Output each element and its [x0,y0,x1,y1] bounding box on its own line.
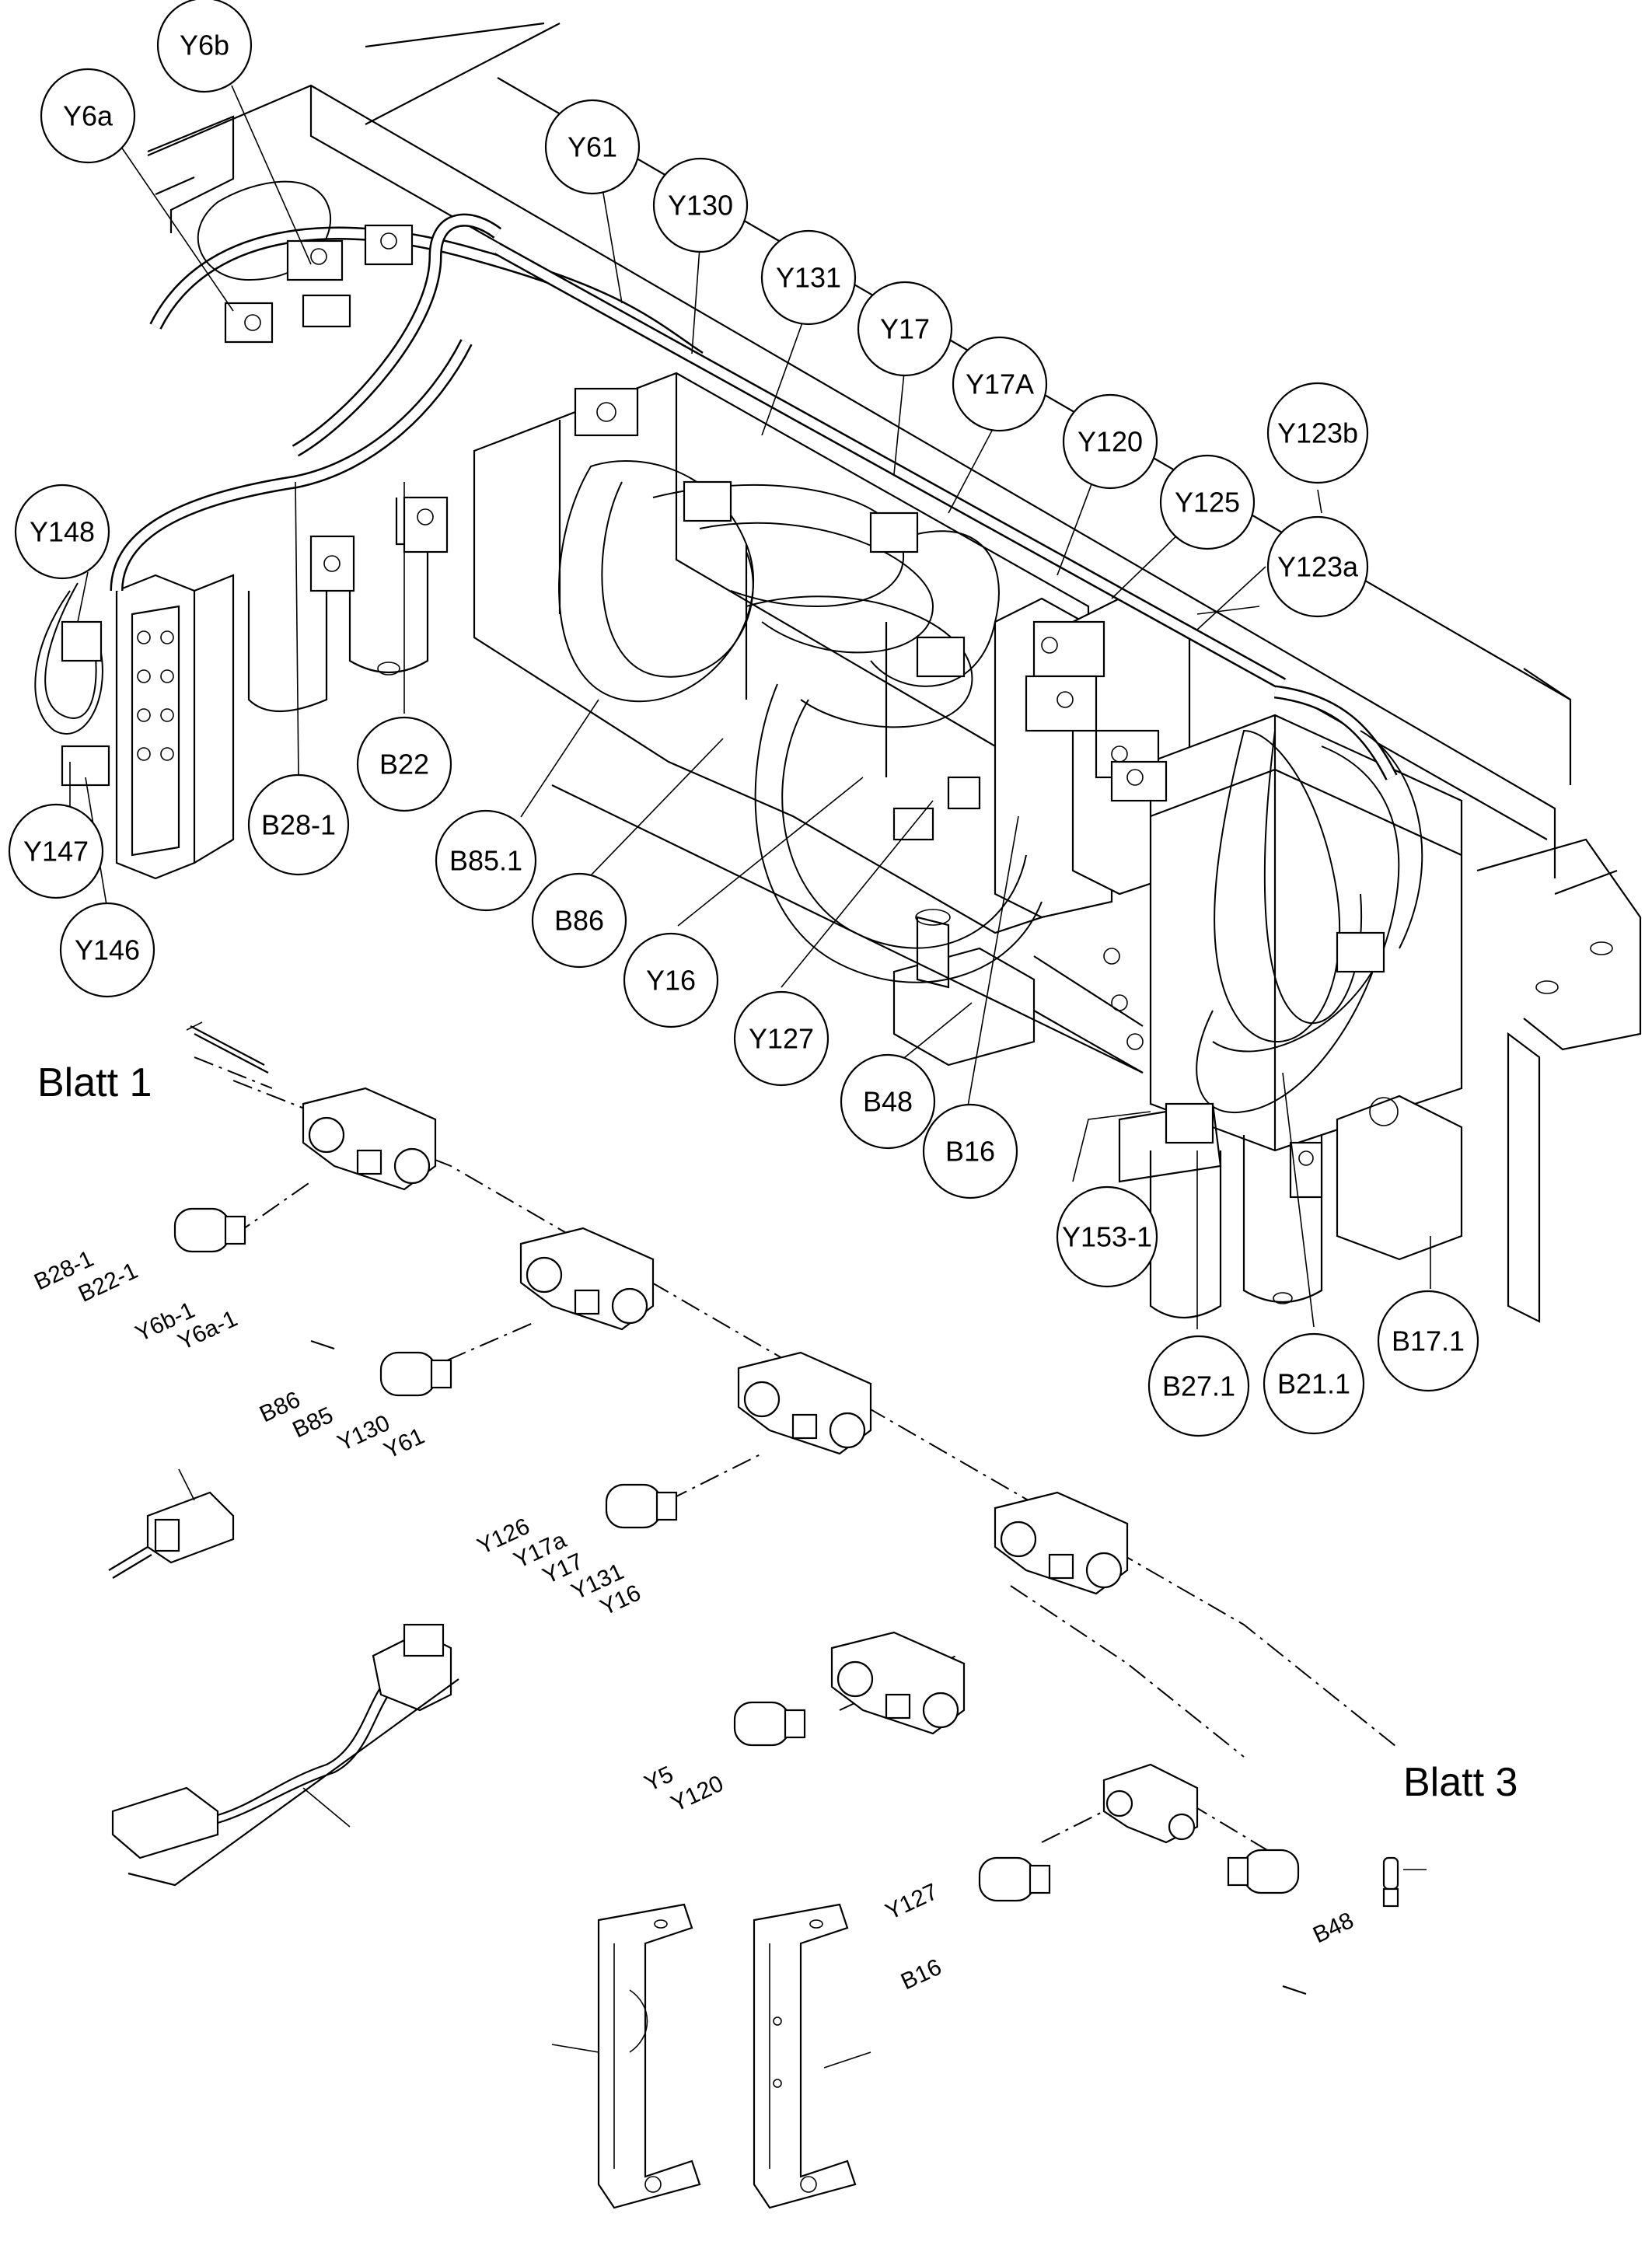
part-label: B48 [1309,1908,1357,1948]
callout-y61[interactable]: Y61 [544,99,641,195]
callout-label: B22 [379,749,429,780]
callout-label: Y120 [1077,426,1143,458]
callout-y127[interactable]: Y127 [733,990,829,1087]
part-label: B16 [897,1954,945,1995]
callout-label: Y17A [966,368,1034,400]
callout-circle [40,68,136,164]
callout-label: Y123a [1277,551,1359,583]
callout-y130[interactable]: Y130 [652,157,749,253]
callout-b16[interactable]: B16 [922,1103,1018,1199]
callout-circle [857,281,953,377]
callout-label: Y123b [1277,417,1358,449]
callout-y17a[interactable]: Y17A [952,336,1048,432]
callout-circle [1266,382,1369,484]
callout-y131[interactable]: Y131 [760,229,857,326]
callout-label: Y125 [1175,487,1240,518]
callout-circle [1266,515,1369,618]
callout-label: B86 [554,905,604,937]
valve-components [61,224,1385,1144]
callout-b21-1[interactable]: B21.1 [1263,1332,1365,1435]
callout-circle [435,809,537,912]
callout-label: Y61 [568,131,617,163]
part-label-group-4: Y5 Y120 [641,1761,728,1817]
callout-label: Y147 [23,836,89,868]
callout-circle [623,932,719,1028]
callout-label: Y131 [776,262,841,294]
callout-label: B16 [945,1136,995,1168]
callout-b48[interactable]: B48 [840,1053,936,1150]
callout-y146[interactable]: Y146 [59,902,155,998]
part-label-group-6: B48 [1309,1908,1357,1948]
callout-y6a[interactable]: Y6a [40,68,136,164]
callout-label: Y127 [749,1023,814,1055]
callout-label: Y146 [75,934,140,966]
callout-circle [59,902,155,998]
callout-circle [1062,393,1158,490]
callout-label: Y148 [30,516,95,548]
callout-circle [1056,1185,1158,1288]
leader-lines [69,85,1431,1329]
callout-circle [1377,1290,1479,1392]
part-label: Y127 [882,1879,941,1926]
callout-y17[interactable]: Y17 [857,281,953,377]
callout-y123b[interactable]: Y123b [1266,382,1369,484]
callout-circle [1159,454,1256,550]
callout-circle [652,157,749,253]
sheet-ref-3[interactable]: Blatt 3 [1403,1760,1518,1805]
connector-cables [108,1468,459,1887]
callout-label: B28-1 [261,809,336,841]
callout-b28-1[interactable]: B28-1 [247,773,350,876]
callout-circle [1147,1335,1250,1437]
callout-circle [531,872,627,969]
callout-label: B48 [863,1086,913,1118]
callout-circle [922,1103,1018,1199]
callout-circle [356,716,452,812]
callout-b85-1[interactable]: B85.1 [435,809,537,912]
callout-label: B85.1 [449,845,522,877]
callout-circle [1263,1332,1365,1435]
callout-label: B21.1 [1277,1368,1350,1400]
callout-y120[interactable]: Y120 [1062,393,1158,490]
callout-circle [952,336,1048,432]
fitting-chain [173,1021,1427,1995]
callout-y123a[interactable]: Y123a [1266,515,1369,618]
sheet-ref-1[interactable]: Blatt 1 [37,1060,152,1105]
part-label-group-5: Y127 B16 [882,1879,945,1995]
callout-circle [156,0,253,93]
callout-y148[interactable]: Y148 [14,484,110,580]
callout-label: Y6b [180,30,229,61]
callout-y16[interactable]: Y16 [623,932,719,1028]
callout-circle [544,99,641,195]
callout-y125[interactable]: Y125 [1159,454,1256,550]
callout-label: B17.1 [1392,1325,1465,1357]
part-label: Y120 [667,1771,727,1817]
callout-circle [247,773,350,876]
callout-y6b[interactable]: Y6b [156,0,253,93]
callout-circle [760,229,857,326]
callout-label: Y17 [880,313,930,345]
callout-circle [840,1053,936,1150]
callout-label: Y130 [668,190,733,222]
callout-b22[interactable]: B22 [356,716,452,812]
mounting-brackets [551,1903,871,2209]
callout-label: Y6a [63,100,114,132]
cable-glands [173,1207,1300,1902]
callout-circle [8,803,104,899]
cable-harness [34,180,1423,1114]
callout-label: B27.1 [1162,1370,1235,1402]
callout-b27-1[interactable]: B27.1 [1147,1335,1250,1437]
callout-y153-1[interactable]: Y153-1 [1056,1185,1158,1288]
callout-b86[interactable]: B86 [531,872,627,969]
callout-label: Y153-1 [1062,1221,1152,1253]
callout-b17-1[interactable]: B17.1 [1377,1290,1479,1392]
callout-y147[interactable]: Y147 [8,803,104,899]
callout-circle [14,484,110,580]
callout-circle [733,990,829,1087]
callout-label: Y16 [646,965,696,997]
